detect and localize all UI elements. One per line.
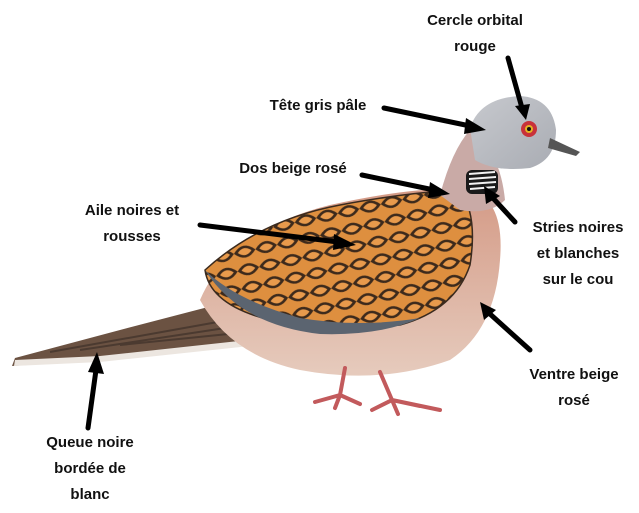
label-queue-line1: Queue noire (20, 430, 160, 456)
label-ventre: Ventre beige rosé (514, 362, 634, 414)
label-queue-line2: bordée de (20, 456, 160, 482)
label-tete-line1: Tête gris pâle (248, 93, 388, 119)
label-stries-line2: et blanches (518, 241, 638, 267)
beak (548, 138, 580, 156)
label-aile-line1: Aile noires et (62, 198, 202, 224)
head (470, 96, 556, 169)
label-stries: Stries noires et blanches sur le cou (518, 215, 638, 293)
neck-stripes (466, 170, 498, 194)
label-dos-line1: Dos beige rosé (218, 156, 368, 182)
label-queue: Queue noire bordée de blanc (20, 430, 160, 508)
label-queue-line3: blanc (20, 482, 160, 508)
label-aile: Aile noires et rousses (62, 198, 202, 250)
label-cercle-orbital-line2: rouge (400, 34, 550, 60)
label-dos: Dos beige rosé (218, 156, 368, 182)
label-ventre-line2: rosé (514, 388, 634, 414)
label-cercle-orbital: Cercle orbital rouge (400, 8, 550, 60)
label-tete: Tête gris pâle (248, 93, 388, 119)
label-ventre-line1: Ventre beige (514, 362, 634, 388)
label-stries-line3: sur le cou (518, 267, 638, 293)
label-aile-line2: rousses (62, 224, 202, 250)
label-stries-line1: Stries noires (518, 215, 638, 241)
label-cercle-orbital-line1: Cercle orbital (400, 8, 550, 34)
